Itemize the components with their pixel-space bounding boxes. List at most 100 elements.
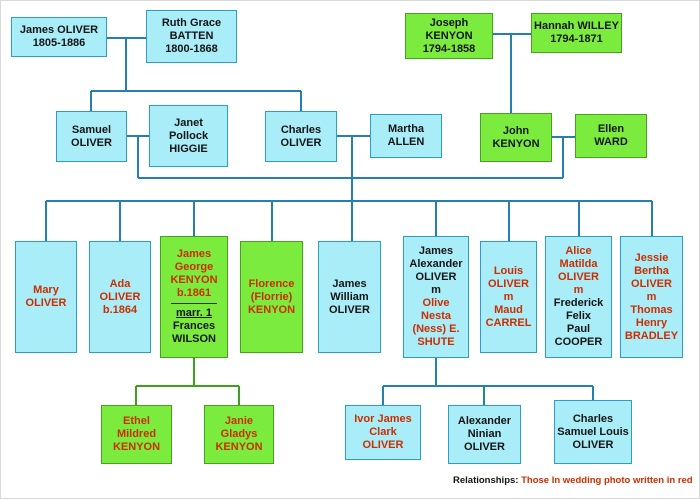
person-box-hannah-willey: Hannah WILLEY 1794-1871: [531, 13, 622, 53]
marriage-label: m: [646, 290, 657, 303]
person-box-charles-samuel-oliver: Charles Samuel Louis OLIVER: [554, 400, 632, 464]
person-name: Martha: [387, 123, 425, 135]
person-name: Ruth Grace: [161, 17, 222, 29]
person-name: Mary: [33, 284, 59, 296]
person-box-ellen-ward: Ellen WARD: [575, 114, 647, 158]
person-box-martha-allen: Martha ALLEN: [370, 114, 442, 158]
spouse-name: BRADLEY: [624, 329, 679, 342]
person-box-james-william-oliver: James William OLIVER: [318, 241, 381, 353]
person-box-joseph-kenyon: Joseph KENYON 1794-1858: [405, 13, 493, 59]
person-name: OLIVER: [415, 271, 457, 283]
person-box-alexander-ninian-oliver: Alexander Ninian OLIVER: [448, 405, 521, 464]
spouse-name: CARREL: [485, 316, 532, 329]
person-name: OLIVER: [488, 277, 529, 290]
person-name: OLIVER: [631, 277, 672, 290]
person-name: OLIVER: [280, 136, 322, 149]
person-dates: 1794-1858: [422, 42, 476, 55]
spouse-name: Frances: [172, 320, 216, 332]
person-name: OLIVER: [329, 303, 370, 316]
person-name: Clark OLIVER: [362, 426, 404, 451]
marriage-label: m: [503, 290, 514, 303]
spouse-name: Paul: [566, 323, 591, 335]
person-box-ada-oliver: Ada OLIVER b.1864: [89, 241, 151, 353]
person-name: Charles: [280, 123, 322, 136]
legend: Relationships: Those In wedding photo wr…: [453, 475, 693, 486]
person-name: William: [330, 290, 369, 303]
person-name: Hannah WILLEY: [534, 20, 619, 32]
person-box-louis-oliver: Louis OLIVER m Maud CARREL: [480, 241, 537, 353]
green-connectors: [135, 358, 240, 405]
person-name: Florence: [248, 277, 295, 290]
person-name: James OLIVER: [19, 24, 99, 36]
spouse-name: Frederick: [553, 297, 604, 309]
spouse-name: (Ness) E.: [412, 323, 460, 335]
person-box-samuel-oliver: Samuel OLIVER: [56, 111, 127, 162]
person-box-jessie-oliver: Jessie Bertha OLIVER m Thomas Henry BRAD…: [620, 236, 683, 358]
person-box-mary-oliver: Mary OLIVER: [15, 241, 77, 353]
person-name: KENYON: [170, 274, 218, 286]
person-name: KENYON: [112, 441, 161, 453]
marriage-label: m: [573, 284, 584, 296]
marriage-label: marr. 1: [175, 307, 213, 319]
person-name: Ellen: [597, 123, 625, 135]
person-box-florence-kenyon: Florence (Florrie) KENYON: [240, 241, 303, 353]
person-dates: 1800-1868: [165, 43, 218, 55]
legend-note: Those In wedding photo written in red: [518, 475, 693, 486]
spouse-name: Olive: [422, 297, 450, 309]
person-name: Ada: [109, 277, 131, 290]
person-name: OLIVER: [25, 297, 67, 309]
person-box-john-kenyon: John KENYON: [480, 113, 552, 162]
spouse-name: Henry: [635, 316, 668, 329]
legend-label: Relationships:: [453, 475, 519, 486]
person-name: Alice: [565, 245, 592, 257]
spouse-name: Felix: [565, 310, 592, 322]
person-name: HIGGIE: [169, 142, 208, 155]
person-birth: b.1861: [176, 287, 212, 299]
person-name: ALLEN: [387, 136, 425, 148]
person-birth: b.1864: [102, 303, 138, 316]
person-box-janie-kenyon: Janie Gladys KENYON: [204, 405, 274, 464]
person-name: Bertha: [634, 264, 669, 277]
person-box-ruth-batten: Ruth Grace BATTEN 1800-1868: [146, 10, 237, 63]
person-box-janet-higgie: Janet Pollock HIGGIE: [149, 105, 228, 167]
person-name: WARD: [594, 136, 628, 148]
person-name: KENYON: [247, 303, 296, 316]
person-dates: 1794-1871: [550, 33, 603, 45]
person-name: (Florrie): [250, 290, 293, 303]
person-box-james-oliver-sr: James OLIVER 1805-1886: [11, 17, 107, 57]
person-name: Ethel Mildred: [116, 415, 157, 440]
person-name: Joseph KENYON: [425, 16, 473, 42]
marriage-label: m: [431, 284, 441, 296]
person-name: John: [502, 124, 530, 137]
person-name: Matilda: [559, 258, 598, 270]
person-name: Alexander: [457, 415, 512, 427]
spouse-name: SHUTE: [417, 336, 455, 348]
person-box-james-george-kenyon: James George KENYON b.1861 marr. 1 Franc…: [160, 236, 228, 358]
person-name: Samuel Louis: [557, 425, 629, 438]
person-name: KENYON: [492, 137, 540, 150]
person-name: KENYON: [215, 441, 263, 453]
person-box-alice-oliver: Alice Matilda OLIVER m Frederick Felix P…: [545, 236, 612, 358]
spouse-name: Nesta: [421, 310, 451, 322]
person-name: OLIVER: [71, 136, 112, 149]
person-name: BATTEN: [169, 30, 214, 42]
person-name: Alexander: [409, 258, 463, 270]
divider-line: [171, 303, 217, 304]
blue-connectors: [45, 33, 653, 405]
spouse-name: COOPER: [554, 336, 603, 348]
person-name: OLIVER: [99, 290, 141, 303]
person-name: Ivor James: [354, 413, 412, 425]
person-name: OLIVER: [558, 271, 599, 283]
person-dates: 1805-1886: [32, 37, 86, 49]
person-name: OLIVER: [572, 438, 614, 451]
person-name: Samuel: [71, 123, 112, 136]
person-name: James: [176, 248, 212, 260]
person-box-james-alexander-oliver: James Alexander OLIVER m Olive Nesta (Ne…: [403, 236, 469, 358]
person-name: James: [332, 277, 367, 290]
person-name: Jessie: [634, 251, 669, 264]
person-box-ivor-oliver: Ivor James Clark OLIVER: [345, 405, 421, 460]
person-name: Janet: [174, 116, 203, 129]
person-box-ethel-kenyon: Ethel Mildred KENYON: [101, 405, 172, 464]
spouse-name: Thomas: [630, 303, 673, 316]
person-name: Janie Gladys: [220, 415, 258, 440]
